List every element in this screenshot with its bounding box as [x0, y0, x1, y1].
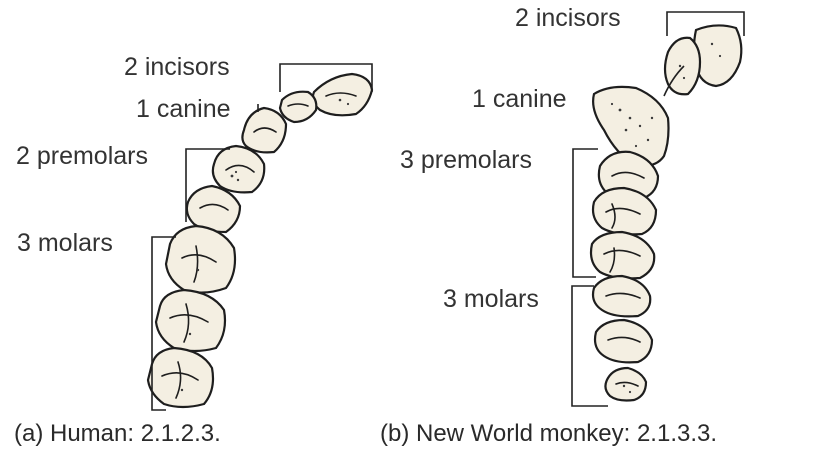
human-canine	[242, 108, 286, 152]
monkey-incisor-1	[694, 25, 741, 86]
monkey-molar-3	[605, 368, 646, 401]
monkey-incisors-label: 2 incisors	[515, 6, 621, 31]
human-incisors-label: 2 incisors	[124, 55, 230, 80]
human-canine-label: 1 canine	[136, 97, 231, 122]
monkey-molar-2	[595, 320, 652, 362]
human-tooth-row	[148, 74, 372, 407]
human-molar-1	[166, 226, 235, 293]
monkey-incisor-2	[665, 38, 700, 95]
human-incisor-1	[313, 74, 372, 115]
monkey-canine-label: 1 canine	[472, 87, 567, 112]
monkey-premolars-label: 3 premolars	[400, 148, 532, 173]
human-molar-2	[156, 290, 225, 351]
monkey-tooth-row	[591, 25, 741, 400]
monkey-molars-label: 3 molars	[443, 287, 539, 312]
human-incisor-2	[280, 92, 316, 122]
human-premolars-label: 2 premolars	[16, 144, 148, 169]
human-molars-label: 3 molars	[17, 231, 113, 256]
monkey-premolar-3	[591, 232, 654, 278]
monkey-caption: (b) New World monkey: 2.1.3.3.	[380, 422, 717, 446]
human-premolar-1	[213, 146, 264, 192]
human-caption: (a) Human: 2.1.2.3.	[14, 422, 221, 446]
monkey-molar-1	[593, 276, 650, 316]
